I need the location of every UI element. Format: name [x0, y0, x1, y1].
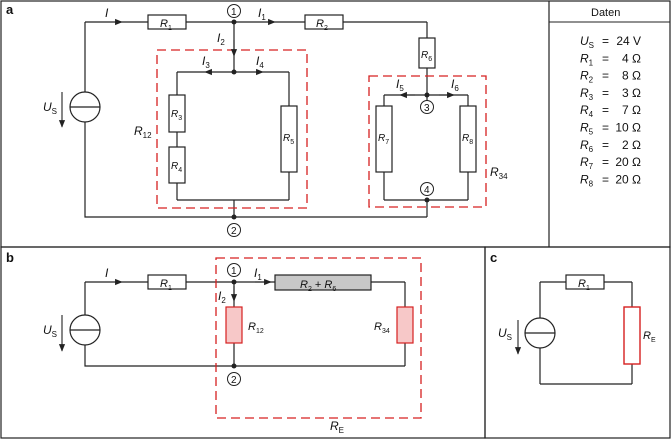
- svg-text:R2 + R6: R2 + R6: [300, 279, 336, 293]
- daten-equals: =: [602, 34, 609, 48]
- daten-equals: =: [602, 172, 609, 186]
- daten-value: 20 Ω: [615, 172, 641, 186]
- panel-c-border: [484, 246, 671, 439]
- svg-text:I6: I6: [451, 77, 459, 93]
- svg-text:R1: R1: [160, 278, 172, 292]
- resistor-r1-b: [147, 274, 187, 290]
- panel-label-c: c: [490, 250, 497, 265]
- resistor-r34-b: [396, 306, 414, 344]
- daten-equals: =: [602, 51, 609, 65]
- panel-b-circuit: [84, 281, 406, 367]
- resistor-r2-a: [304, 14, 344, 30]
- node-1-a: 1: [231, 7, 237, 18]
- daten-value: 20 Ω: [615, 155, 641, 169]
- svg-text:US: US: [498, 326, 512, 342]
- svg-text:R7: R7: [378, 133, 389, 146]
- resistor-r5-a: [280, 105, 298, 173]
- daten-equals: =: [602, 138, 609, 152]
- daten-value: 2 Ω: [622, 138, 641, 152]
- voltage-source-c: [514, 317, 556, 355]
- resistor-r7-a: [375, 105, 393, 173]
- svg-text:R34: R34: [374, 321, 390, 335]
- svg-text:R1: R1: [160, 18, 172, 32]
- svg-text:I3: I3: [202, 54, 210, 70]
- svg-text:I4: I4: [256, 54, 264, 70]
- resistor-r4-a: [168, 146, 186, 184]
- panel-a-border: [0, 0, 671, 248]
- daten-value: 10 Ω: [615, 121, 641, 135]
- daten-symbol: R8: [580, 172, 594, 188]
- node-2-b: 2: [231, 375, 237, 386]
- daten-symbol: R6: [580, 138, 594, 154]
- svg-text:I5: I5: [396, 77, 404, 93]
- svg-text:R4: R4: [171, 161, 182, 174]
- current-arrows-b: [105, 278, 272, 302]
- svg-text:US: US: [43, 323, 57, 339]
- svg-text:US: US: [43, 100, 57, 116]
- svg-text:I2: I2: [217, 31, 225, 47]
- daten-equals: =: [602, 69, 609, 83]
- resistor-r2-plus-r6-b: [274, 274, 372, 291]
- daten-symbol: R4: [580, 103, 594, 119]
- svg-text:R3: R3: [171, 109, 182, 122]
- daten-equals: =: [602, 155, 609, 169]
- daten-value: 24 V: [616, 34, 641, 48]
- voltage-source-b: [58, 314, 101, 352]
- panel-label-a: a: [6, 2, 14, 17]
- daten-value: 3 Ω: [622, 86, 641, 100]
- resistor-r6-a: [418, 37, 436, 69]
- voltage-source-a: [58, 91, 101, 128]
- daten-value: 4 Ω: [622, 51, 641, 65]
- dashed-box-re-b: [215, 257, 422, 419]
- daten-equals: =: [602, 103, 609, 117]
- node-2-a: 2: [231, 226, 237, 237]
- node-4-a: 4: [424, 185, 430, 196]
- svg-text:I: I: [105, 266, 109, 280]
- svg-text:R1: R1: [578, 278, 590, 292]
- daten-table: US = 24 V R1 = 4 Ω R2 = 8 Ω R3 = 3 Ω R4 = 7 Ω R5 = 10 Ω R6…: [580, 34, 641, 188]
- junction-dots-a: [231, 19, 430, 220]
- current-arrows-a: [105, 18, 455, 99]
- svg-text:RE: RE: [330, 419, 344, 435]
- resistor-r12-b: [225, 306, 243, 344]
- resistor-re-c: [623, 306, 641, 365]
- daten-symbol: R1: [580, 51, 594, 67]
- svg-text:R8: R8: [462, 133, 473, 146]
- daten-value: 7 Ω: [622, 103, 641, 117]
- svg-text:R12: R12: [248, 321, 264, 335]
- daten-symbol: R5: [580, 121, 594, 137]
- daten-value: 8 Ω: [622, 69, 641, 83]
- resistor-r1-c: [565, 274, 605, 290]
- node-3-a: 3: [424, 103, 430, 114]
- current-i-a: I: [105, 6, 109, 20]
- svg-text:R2: R2: [316, 18, 328, 32]
- resistor-r3-a: [168, 94, 186, 133]
- daten-symbol: R2: [580, 69, 594, 85]
- node-1-b: 1: [231, 266, 237, 277]
- daten-title: Daten: [591, 7, 620, 19]
- svg-text:R5: R5: [283, 133, 294, 146]
- dashed-box-r34: [368, 75, 487, 208]
- svg-text:I1: I1: [254, 266, 262, 282]
- panel-label-b: b: [6, 250, 14, 265]
- svg-text:R34: R34: [490, 165, 508, 181]
- svg-text:R6: R6: [421, 50, 432, 63]
- us-label-a: U: [43, 100, 52, 114]
- panel-a-circuit: [84, 21, 469, 218]
- daten-symbol: US: [580, 34, 594, 50]
- daten-symbol: R7: [580, 155, 594, 171]
- svg-text:RE: RE: [643, 330, 656, 344]
- svg-text:I1: I1: [258, 6, 266, 22]
- daten-symbol: R3: [580, 86, 594, 102]
- svg-text:I2: I2: [218, 289, 226, 305]
- daten-equals: =: [602, 121, 609, 135]
- resistor-r1-a: [147, 14, 187, 30]
- svg-text:R12: R12: [134, 124, 152, 140]
- daten-equals: =: [602, 86, 609, 100]
- resistor-r8-a: [459, 105, 477, 173]
